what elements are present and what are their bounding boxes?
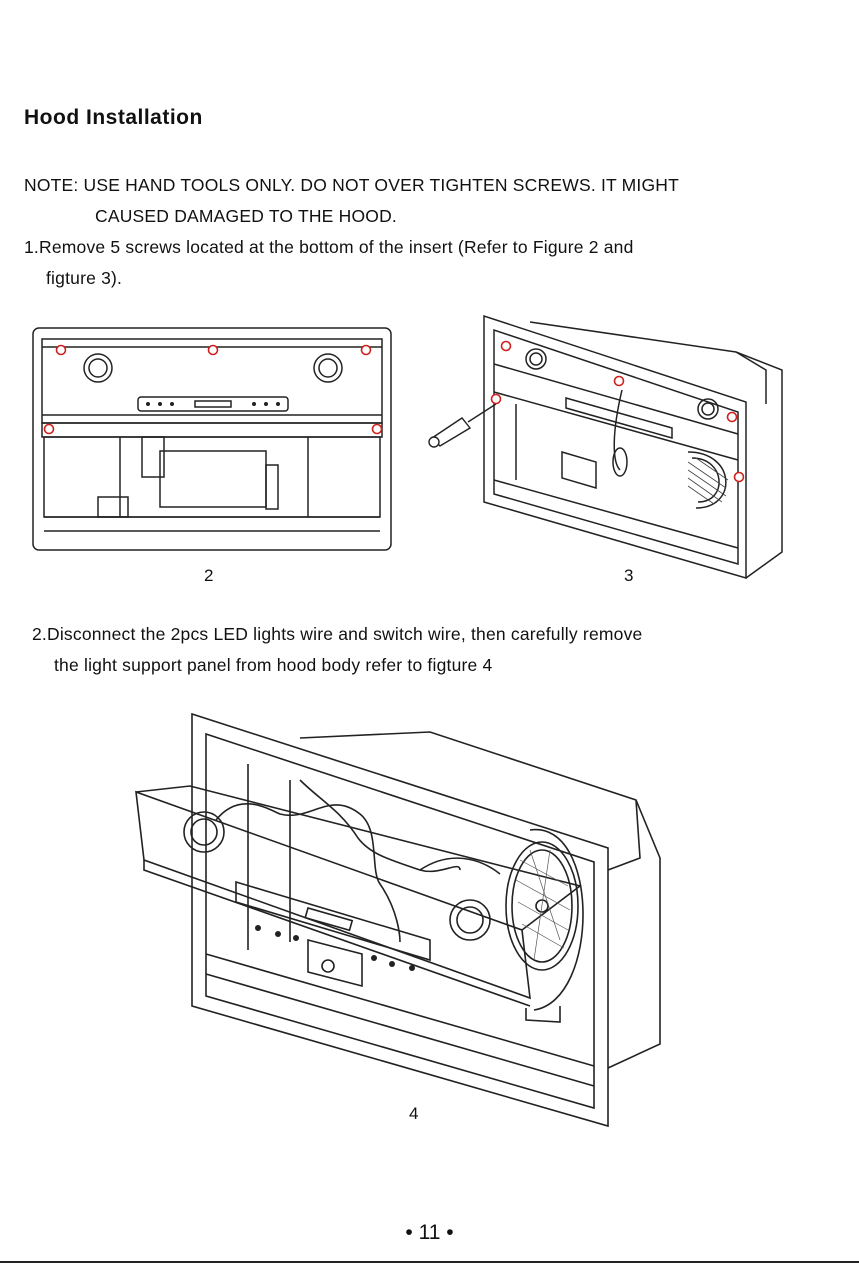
figure-4-panel-removal [135, 712, 661, 1128]
figure-2-label: 2 [204, 566, 214, 585]
figure-4-label: 4 [409, 1104, 419, 1123]
figure-3-label: 3 [624, 566, 634, 585]
note-line-1: NOTE: USE HAND TOOLS ONLY. DO NOT OVER T… [24, 175, 680, 195]
step2-line-1: 2.Disconnect the 2pcs LED lights wire an… [32, 624, 643, 644]
step1-line-2: figture 3). [46, 268, 123, 288]
page-number: • 11 • [405, 1221, 454, 1244]
step1-line-1: 1.Remove 5 screws located at the bottom … [24, 237, 634, 257]
figure-2-front-view [32, 327, 392, 551]
step2-line-2: the light support panel from hood body r… [54, 655, 493, 675]
page-title: Hood Installation [24, 106, 203, 129]
figure-3-angled-view [428, 314, 783, 579]
bottom-rule [0, 1261, 859, 1263]
note-line-2: CAUSED DAMAGED TO THE HOOD. [95, 206, 397, 226]
